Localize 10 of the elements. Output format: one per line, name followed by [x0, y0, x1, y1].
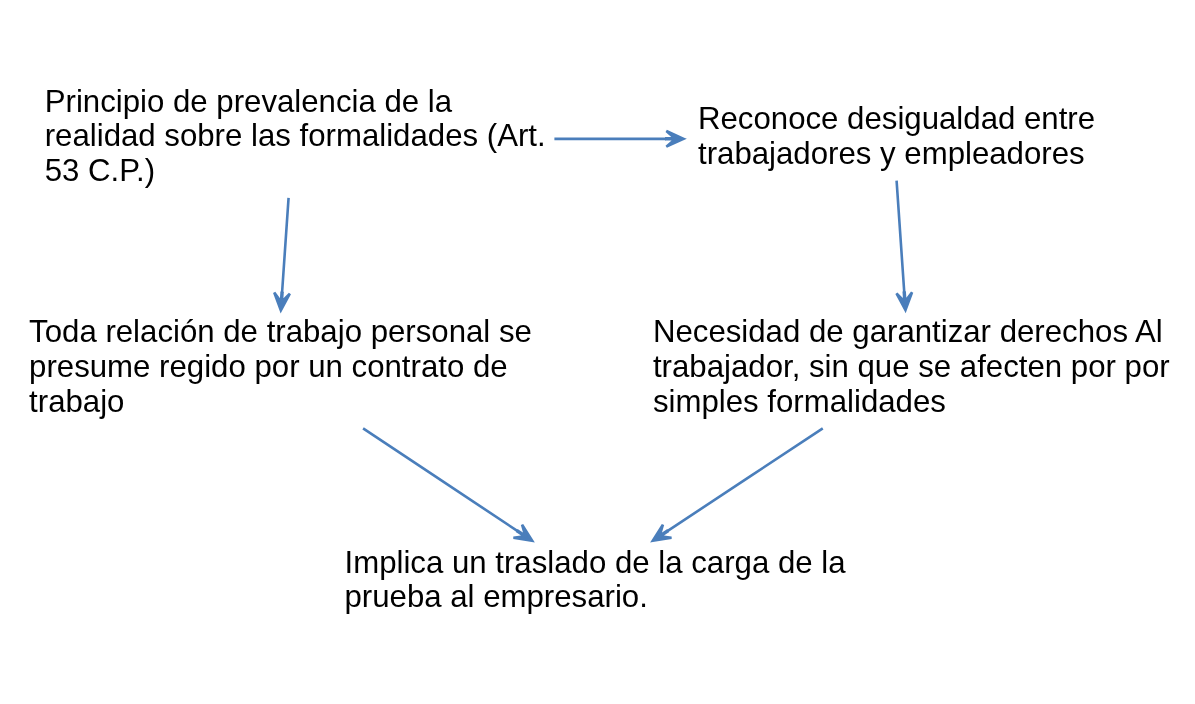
arrow	[895, 180, 914, 312]
node-text: Toda relación de trabajo personal se presume regido por un contrato de trabajo	[29, 314, 532, 419]
arrow	[651, 427, 824, 543]
node-text: Reconoce desigualdad entre trabajadores y empleadores	[698, 101, 1096, 171]
arrow	[272, 197, 292, 312]
node-text: Necesidad de garantizar derechos Al trabajador, sin que se afecten por por simples formalidades	[652, 314, 1170, 419]
arrow	[362, 427, 534, 543]
node-text: Implica un traslado de la carga de la prueba al empresario.	[344, 544, 846, 615]
node-text: Principio de prevalencia de la realidad sobre las formalidades (Art. 53 C.P.)	[44, 83, 546, 189]
arrow	[554, 129, 685, 148]
